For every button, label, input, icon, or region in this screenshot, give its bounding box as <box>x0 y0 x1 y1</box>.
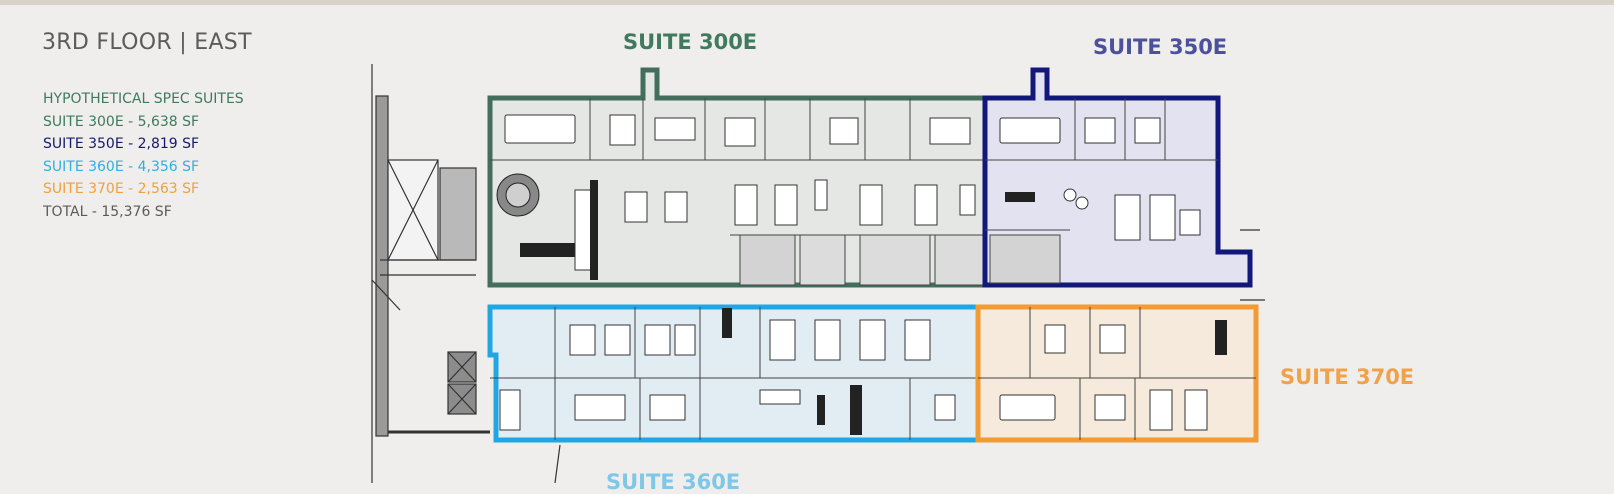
suite-350e-label: SUITE 350E <box>1093 35 1228 59</box>
building-shell <box>371 64 1265 483</box>
suite-350e-area[interactable] <box>982 67 1253 288</box>
legend-item-360e: SUITE 360E - 4,356 SF <box>43 158 200 175</box>
suite-legend: HYPOTHETICAL SPEC SUITES SUITE 300E - 5,… <box>43 88 244 223</box>
floor-plan <box>371 64 1265 483</box>
legend-heading: HYPOTHETICAL SPEC SUITES <box>43 91 244 107</box>
suite-300e-label: SUITE 300E <box>623 30 758 54</box>
suite-360e-label: SUITE 360E <box>606 470 741 494</box>
suite-370e-area[interactable] <box>975 304 1259 443</box>
legend-item-300e: SUITE 300E - 5,638 SF <box>43 113 200 130</box>
suite-370e-label: SUITE 370E <box>1280 365 1415 389</box>
legend-total: TOTAL - 15,376 SF <box>43 203 172 220</box>
legend-item-370e: SUITE 370E - 2,563 SF <box>43 181 200 197</box>
suite-360e-area[interactable] <box>487 304 981 443</box>
legend-item-350e: SUITE 350E - 2,819 SF <box>43 136 200 152</box>
suite-300e-area[interactable] <box>487 67 988 288</box>
page-title: 3RD FLOOR | EAST <box>42 30 252 55</box>
top-border <box>0 0 1614 5</box>
